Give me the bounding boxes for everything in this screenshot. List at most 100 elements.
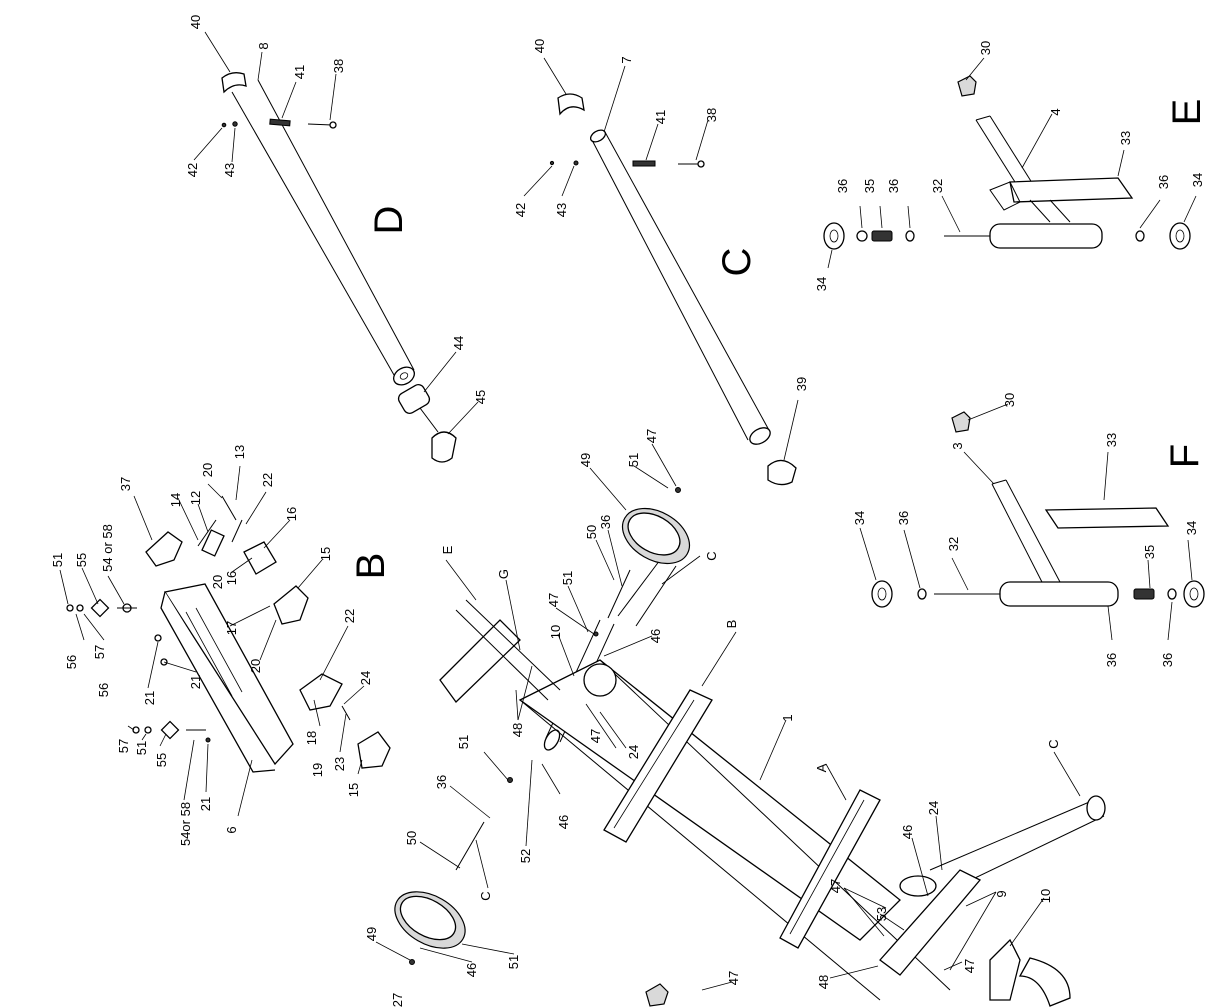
callout: 48 (510, 723, 525, 737)
assembly-f (871, 411, 1205, 608)
callout: 46 (464, 963, 479, 977)
callout: 36 (598, 515, 613, 529)
spring-35-f (1133, 588, 1155, 600)
handle-9 (1018, 957, 1071, 1007)
callout: 51 (456, 735, 471, 749)
callout: 4 (1048, 108, 1063, 115)
callout: 14 (168, 493, 183, 507)
callout: 51 (50, 553, 65, 567)
callout: 8 (256, 42, 271, 49)
callout: 38 (704, 108, 719, 122)
callout: 56 (64, 655, 79, 669)
assembly-c (549, 93, 797, 486)
tube-8-end (393, 366, 415, 386)
callout: 10 (1038, 889, 1053, 903)
roller-34-e-right (1169, 222, 1191, 250)
wheel-49-top (621, 507, 691, 565)
callout: 46 (648, 629, 663, 643)
leader-lines (59, 31, 1197, 991)
callout: 17 (224, 621, 239, 635)
callout: 20 (200, 463, 215, 477)
roller-34-f-left (871, 580, 893, 608)
callout: 36 (1104, 653, 1119, 667)
callout: 34 (852, 511, 867, 525)
callout: 45 (473, 390, 488, 404)
end-cap-40b (557, 93, 585, 116)
pad-33-e (1009, 177, 1134, 203)
frame-e-mount (439, 619, 521, 703)
spring-41b (632, 160, 656, 167)
callout: A (814, 763, 829, 772)
callout: 15 (318, 547, 333, 561)
clamp-12 (201, 529, 225, 557)
callout: 41 (292, 65, 307, 79)
callout: 51 (626, 453, 641, 467)
assembly-e (823, 75, 1191, 250)
callout: 43 (222, 163, 237, 177)
mount-plate (583, 663, 617, 697)
callout: 49 (578, 453, 593, 467)
bracket-6 (163, 583, 294, 766)
knob-45 (431, 431, 457, 463)
frame-9-rail (879, 869, 982, 976)
section-label-b: B (349, 553, 393, 580)
clamp-18 (299, 673, 343, 711)
callout: 55 (74, 553, 89, 567)
roller-tube-e (989, 223, 1103, 249)
callout: 1 (780, 714, 795, 721)
callout: 18 (304, 731, 319, 745)
tube-c-end (1086, 795, 1106, 821)
spring-35-e (871, 230, 893, 242)
callout: 47 (644, 429, 659, 443)
cap-39 (767, 459, 797, 486)
callout: 52 (518, 849, 533, 863)
callout: 24 (926, 801, 941, 815)
callout: 47 (588, 729, 603, 743)
callout: 57 (116, 739, 131, 753)
callout: 24 (358, 671, 373, 685)
callout: 40 (188, 15, 203, 29)
callout: 39 (794, 377, 809, 391)
callout: 21 (188, 675, 203, 689)
section-label-c: C (715, 248, 759, 277)
callout: 34 (1190, 173, 1205, 187)
callout: 57 (92, 645, 107, 659)
callout: 21 (198, 797, 213, 811)
callout: 56 (96, 683, 111, 697)
callout: G (496, 569, 511, 579)
roller-tube-f (999, 581, 1119, 607)
callout: 32 (946, 537, 961, 551)
callout: 43 (554, 203, 569, 217)
callout: 13 (232, 445, 247, 459)
callout: 33 (1118, 131, 1133, 145)
callout: 20 (248, 659, 263, 673)
callout: 51 (560, 571, 575, 585)
assembly-d (221, 72, 457, 463)
frame-b-rail (603, 689, 713, 843)
callout: 35 (1142, 545, 1157, 559)
section-label-f: F (1163, 444, 1207, 468)
callout: 50 (584, 525, 599, 539)
callout: 51 (506, 955, 521, 969)
callout: 42 (185, 163, 200, 177)
callout: C (478, 891, 493, 900)
bracket-37 (145, 531, 183, 567)
frame-a-rail (779, 789, 881, 949)
callout-labels: 40 8 41 38 42 43 44 45 40 7 41 38 42 43 … (50, 15, 1205, 1007)
cap-30-f (951, 411, 971, 433)
callout: 33 (1104, 433, 1119, 447)
callout: 16 (224, 571, 239, 585)
callout: 51 (134, 741, 149, 755)
callout: 32 (930, 179, 945, 193)
callout: 37 (118, 477, 133, 491)
callout: 30 (1002, 393, 1017, 407)
callout: 34 (1184, 521, 1199, 535)
callout: 48 (816, 975, 831, 989)
callout: 36 (886, 179, 901, 193)
callout: 47 (546, 593, 561, 607)
callout: 44 (451, 336, 466, 350)
callout: 24 (626, 745, 641, 759)
callout: 30 (978, 41, 993, 55)
section-label-d: D (367, 206, 411, 235)
